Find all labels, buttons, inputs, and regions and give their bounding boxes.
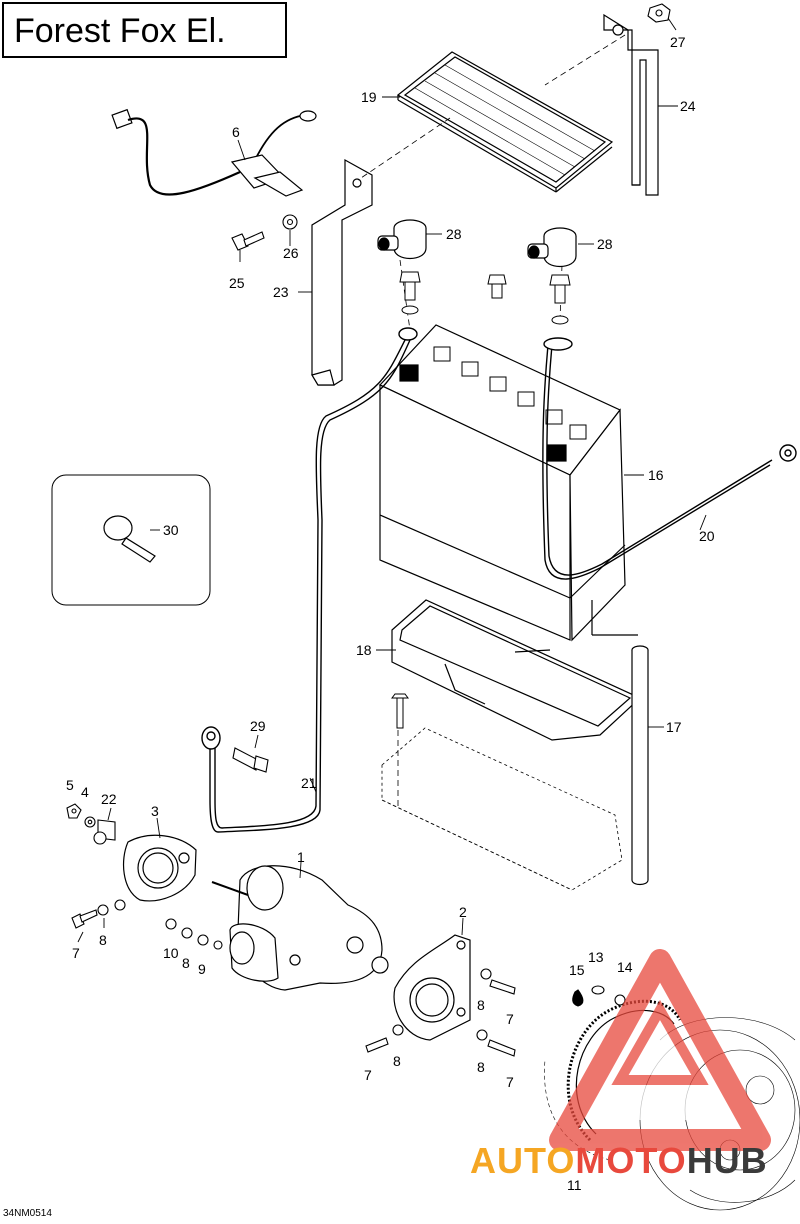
bracket-23-part bbox=[311, 158, 373, 386]
terminal-cap-left-part bbox=[377, 219, 427, 260]
callout-6: 6 bbox=[232, 124, 240, 140]
cable-20-part bbox=[542, 337, 797, 580]
callout-20: 20 bbox=[699, 528, 715, 544]
fuse-harness-part bbox=[111, 108, 317, 197]
callout-8e: 8 bbox=[477, 1059, 485, 1075]
starter-screws bbox=[71, 899, 516, 1057]
watermark-part-1: AUTO bbox=[470, 1140, 576, 1181]
battery-tray-part bbox=[391, 599, 642, 741]
callout-2: 2 bbox=[459, 904, 467, 920]
callout-8a: 8 bbox=[99, 932, 107, 948]
watermark-text: AUTOMOTOHUB bbox=[470, 1140, 768, 1182]
callout-16: 16 bbox=[648, 467, 664, 483]
callout-30: 30 bbox=[163, 522, 179, 538]
tray-screw bbox=[391, 693, 409, 729]
terminal-cap-right-part bbox=[527, 227, 577, 268]
callout-26: 26 bbox=[283, 245, 299, 261]
callout-7b: 7 bbox=[506, 1011, 514, 1027]
leader-lines bbox=[77, 17, 707, 943]
callout-17: 17 bbox=[666, 719, 682, 735]
washer-26-part bbox=[282, 214, 298, 230]
callout-5: 5 bbox=[66, 777, 74, 793]
callout-10: 10 bbox=[163, 945, 179, 961]
battery-part bbox=[379, 324, 626, 642]
callout-7c: 7 bbox=[364, 1067, 372, 1083]
battery-tray-outline bbox=[381, 727, 623, 891]
title-box: Forest Fox El. bbox=[2, 2, 287, 58]
mount-plate-2-part bbox=[393, 934, 471, 1041]
callout-15: 15 bbox=[569, 962, 585, 978]
callout-19: 19 bbox=[361, 89, 377, 105]
callout-22: 22 bbox=[101, 791, 117, 807]
starter-hardware-top bbox=[66, 803, 116, 845]
watermark-part-2: MOTO bbox=[575, 1140, 687, 1181]
callout-18: 18 bbox=[356, 642, 372, 658]
bolt-29-part bbox=[232, 747, 269, 773]
bracket-24-part bbox=[603, 13, 659, 196]
callout-21: 21 bbox=[301, 775, 317, 791]
callout-24: 24 bbox=[680, 98, 696, 114]
screw-25-part bbox=[231, 231, 265, 251]
callout-11: 11 bbox=[567, 1177, 582, 1193]
terminal-bolts bbox=[399, 271, 571, 325]
cable-tie-inset bbox=[51, 474, 211, 606]
callout-8b: 8 bbox=[182, 955, 190, 971]
cable-21-part bbox=[201, 327, 418, 833]
callout-4: 4 bbox=[81, 784, 89, 800]
callout-25: 25 bbox=[229, 275, 245, 291]
nut-27-part bbox=[647, 3, 671, 23]
mount-plate-3-part bbox=[122, 834, 197, 902]
callout-8d: 8 bbox=[393, 1053, 401, 1069]
callout-3: 3 bbox=[151, 803, 159, 819]
callout-8c: 8 bbox=[477, 997, 485, 1013]
callout-7a: 7 bbox=[72, 945, 80, 961]
callout-28a: 28 bbox=[446, 226, 462, 242]
callout-13: 13 bbox=[588, 949, 604, 965]
diagram-title: Forest Fox El. bbox=[14, 12, 226, 50]
callout-23: 23 bbox=[273, 284, 289, 300]
battery-cover-part bbox=[396, 51, 614, 193]
callout-7d: 7 bbox=[506, 1074, 514, 1090]
vent-tube-part bbox=[591, 600, 649, 886]
watermark-logo bbox=[549, 949, 771, 1151]
callout-14: 14 bbox=[617, 959, 633, 975]
callout-1: 1 bbox=[297, 849, 305, 865]
callout-28b: 28 bbox=[597, 236, 613, 252]
ring-hardware bbox=[572, 985, 626, 1007]
starter-motor-part bbox=[211, 865, 389, 991]
watermark-part-3: HUB bbox=[686, 1140, 768, 1181]
callout-29: 29 bbox=[250, 718, 266, 734]
callout-9: 9 bbox=[198, 961, 206, 977]
drawing-code: 34NM0514 bbox=[3, 1208, 52, 1219]
callout-27: 27 bbox=[670, 34, 686, 50]
